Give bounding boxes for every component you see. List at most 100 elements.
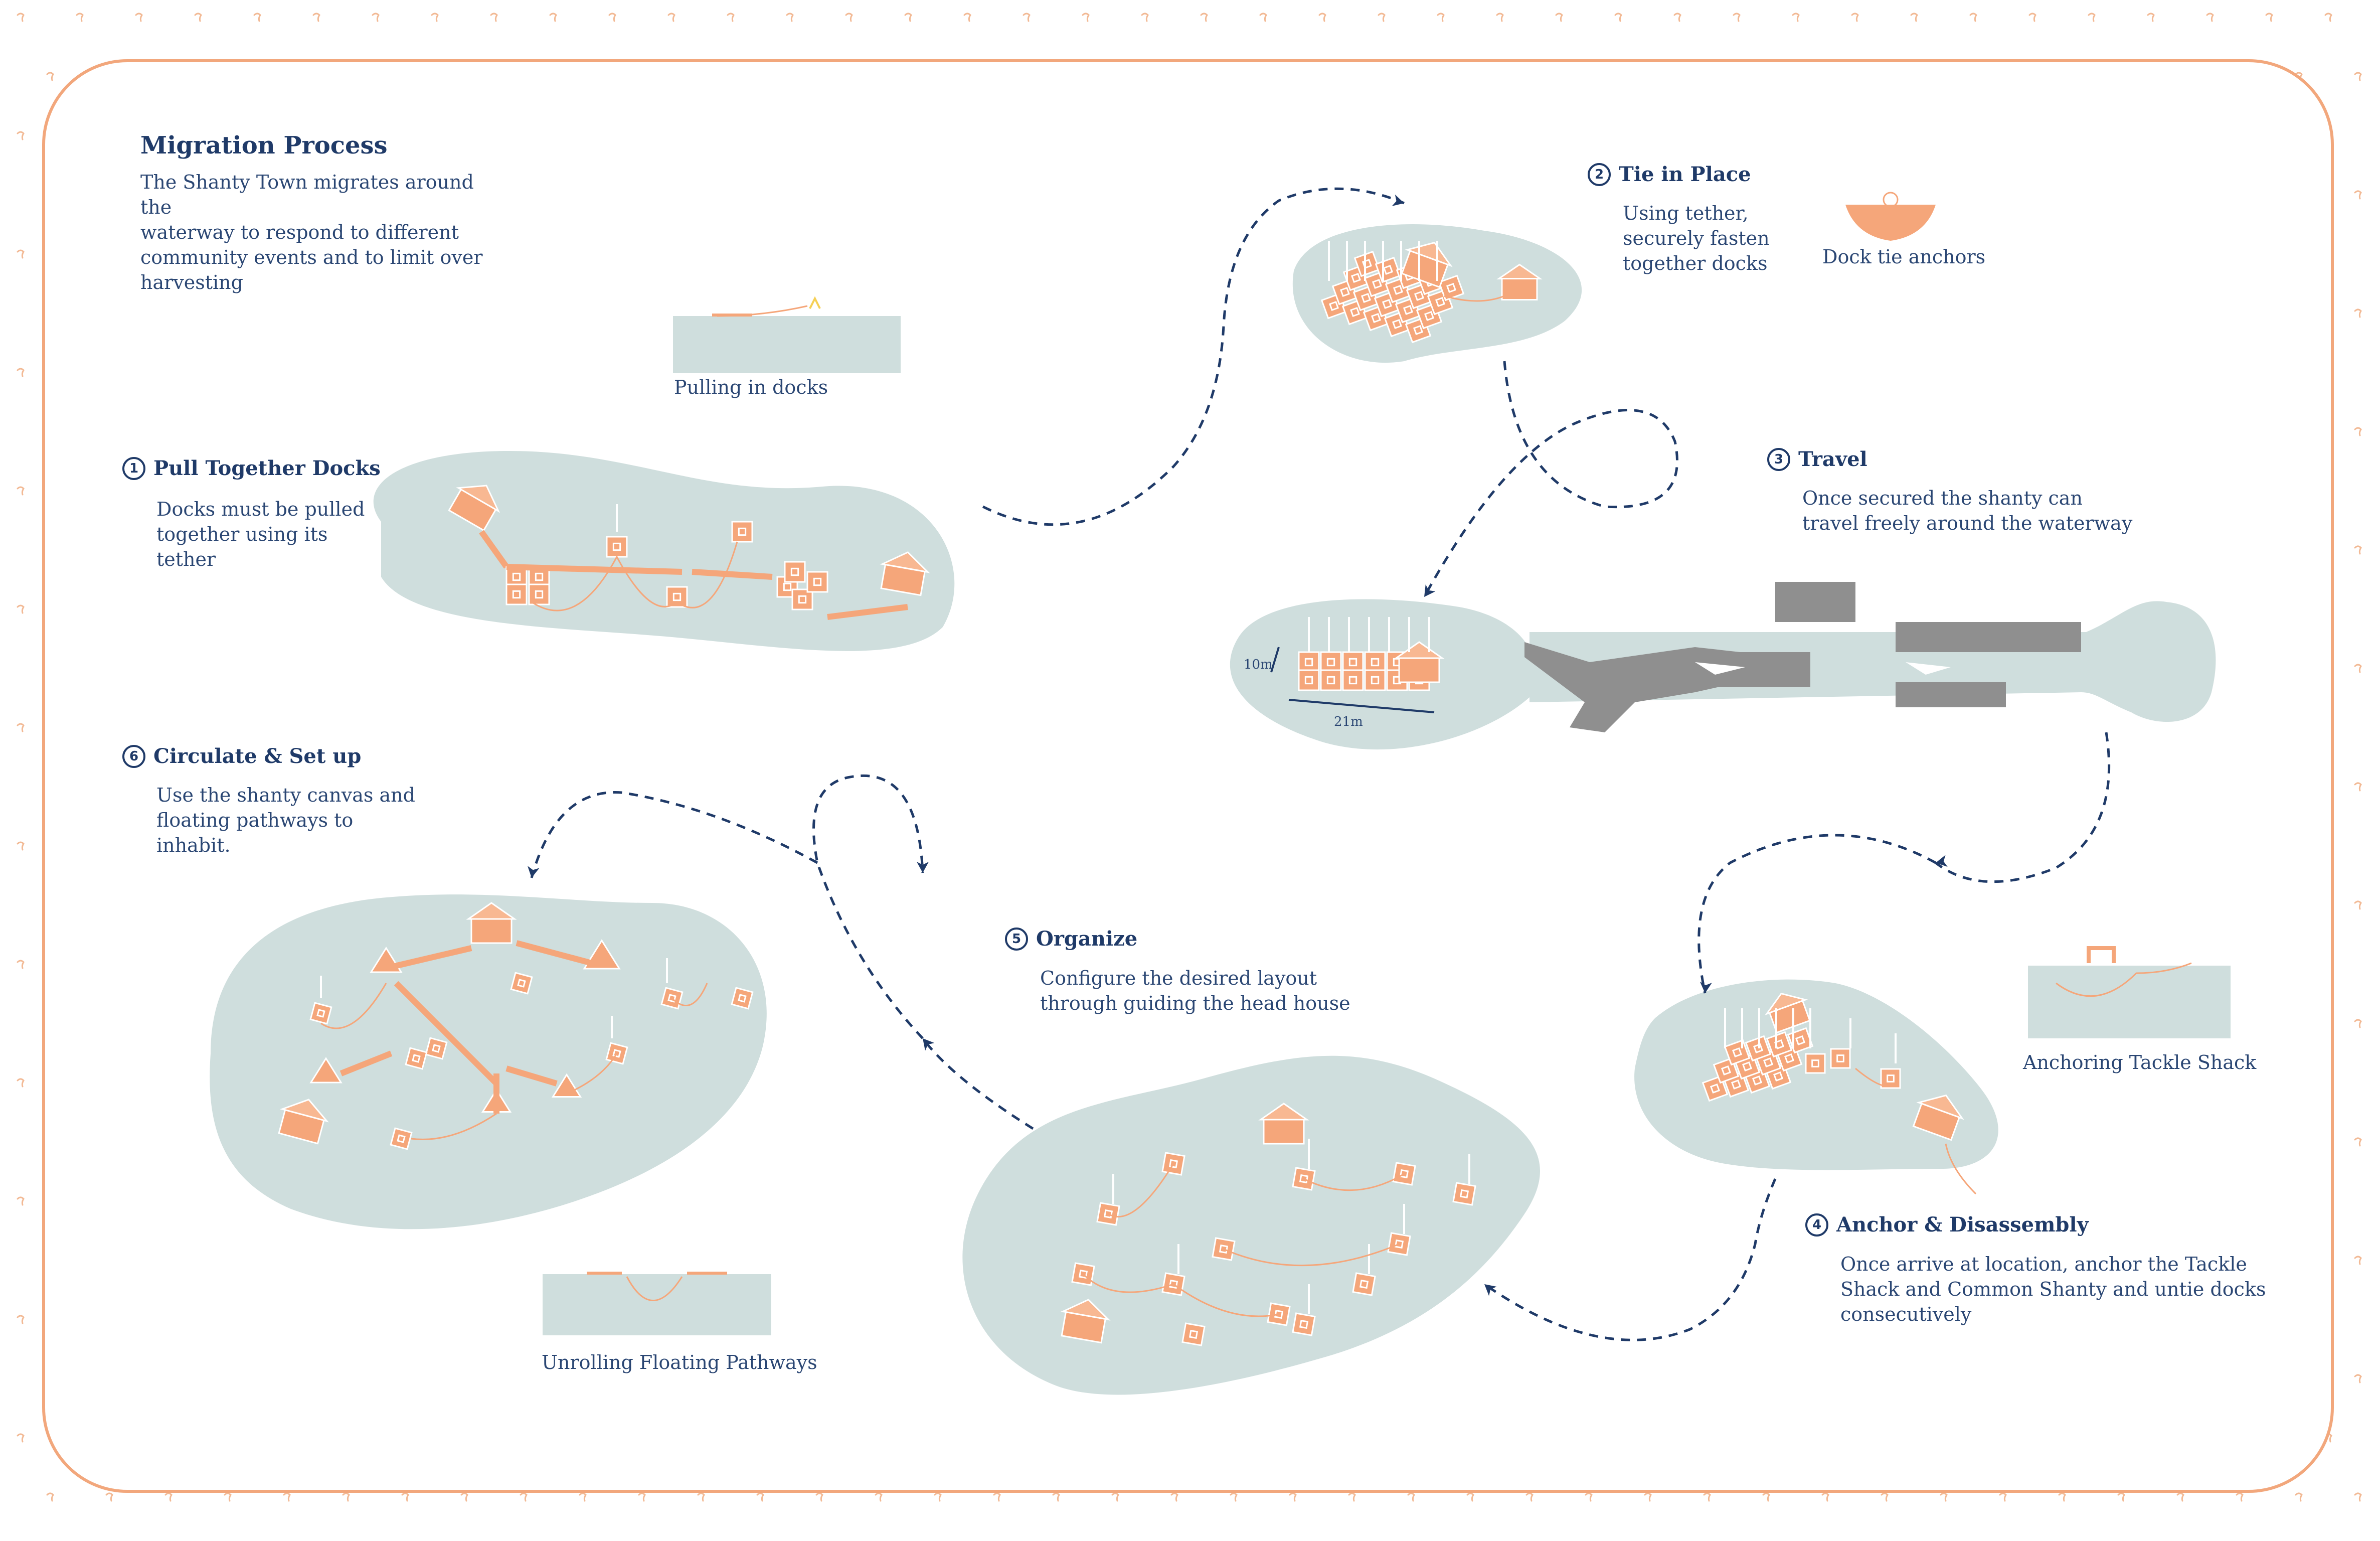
house-body: [470, 918, 513, 944]
island-step6: [210, 894, 767, 1229]
floating-pathway: [394, 981, 499, 1086]
dock-hatch: [1371, 313, 1382, 324]
dimension-line-width: [1288, 699, 1435, 713]
wave-mark: [2354, 427, 2362, 436]
dock-hatch: [813, 577, 822, 586]
dock: [309, 1002, 332, 1025]
dock-hatch: [1372, 278, 1383, 289]
house-roof: [1405, 241, 1453, 267]
wave-mark: [2058, 1492, 2066, 1502]
house-roof: [456, 485, 500, 513]
wave-mark: [17, 131, 25, 140]
dock-hatch: [1103, 1209, 1113, 1219]
dock-body: [425, 1037, 448, 1060]
wave-mark: [17, 604, 25, 614]
step-number-badge: 2: [1588, 163, 1611, 186]
dock-hatch: [1403, 304, 1414, 316]
wave-mark: [815, 1492, 823, 1502]
wave-mark: [17, 723, 25, 732]
wave-mark: [2147, 13, 2155, 22]
dock-hatch: [1168, 1159, 1178, 1169]
wave-mark: [17, 13, 25, 22]
dock-body: [510, 972, 533, 995]
floating-pathway: [827, 604, 908, 620]
tether-line: [1855, 1067, 1977, 1195]
lock-arrow: [1695, 662, 1745, 675]
dock-body: [1880, 1068, 1901, 1089]
wave-mark: [17, 249, 25, 259]
dock-body: [666, 586, 688, 608]
dock-body: [1342, 651, 1364, 673]
house-roof: [279, 1099, 329, 1123]
dock-hatch: [412, 1054, 421, 1063]
dock-body: [1298, 669, 1320, 691]
island-step4: [1634, 979, 1998, 1170]
wave-mark: [1496, 13, 1504, 22]
tether-line: [1444, 295, 1505, 302]
dock-hatch: [1371, 658, 1380, 667]
wave-mark: [312, 13, 320, 22]
wave-mark: [2354, 1492, 2362, 1502]
dock-hatch: [1413, 325, 1424, 336]
dock-hatch: [1383, 264, 1394, 275]
wave-mark: [2354, 664, 2362, 673]
dock-hatch: [1382, 298, 1393, 310]
wave-mark: [1466, 1492, 1474, 1502]
step-number-badge: 3: [1767, 447, 1790, 471]
dock-tie-anchor-icon: [1845, 205, 1936, 241]
house-roof: [1060, 1299, 1111, 1321]
dock-hatch: [1274, 1309, 1284, 1319]
wave-mark: [1318, 13, 1326, 22]
dock: [1298, 669, 1320, 691]
flow-arrow-path: [982, 187, 1405, 526]
wave-mark: [2354, 900, 2362, 910]
wave-mark: [283, 1492, 291, 1502]
house-roof: [1258, 1103, 1309, 1121]
island-step1: [373, 451, 955, 651]
dock-hatch: [1299, 1174, 1309, 1184]
dock-hatch: [1399, 1169, 1409, 1179]
wave-mark: [2117, 1492, 2125, 1502]
lock-arrow: [1906, 662, 1951, 675]
wave-mark: [1230, 1492, 1238, 1502]
dock: [1724, 1039, 1751, 1066]
dock: [1342, 651, 1364, 673]
wave-mark: [2354, 545, 2362, 555]
anchor-ring: [1883, 192, 1899, 208]
lock-wall-bottom: [1896, 682, 2006, 707]
wave-mark: [1673, 13, 1681, 22]
step-4-heading: 4 Anchor & Disassembly: [1805, 1213, 2089, 1237]
wave-mark: [1910, 13, 1918, 22]
wave-mark: [2206, 13, 2214, 22]
dock: [1298, 651, 1320, 673]
dock-hatch: [1710, 1083, 1721, 1094]
dock: [1830, 1048, 1851, 1069]
dock: [1320, 651, 1342, 673]
wave-mark: [1289, 1492, 1297, 1502]
panel-pulling: [673, 316, 901, 373]
dock-hatch: [612, 542, 621, 551]
wave-mark: [1703, 1492, 1711, 1502]
dock-hatch: [790, 567, 799, 576]
dock: [528, 583, 550, 605]
dock-hatch: [1414, 290, 1425, 301]
dock: [666, 586, 688, 608]
dock-hatch: [1721, 1065, 1732, 1076]
dock-hatch: [1299, 1319, 1309, 1329]
step-title: Circulate & Set up: [153, 744, 362, 768]
step-2-heading: 2 Tie in Place: [1588, 163, 1751, 186]
arrow-head-icon: [1424, 584, 1436, 597]
shanty-tent: [551, 1073, 582, 1098]
dock-hatch: [1795, 1035, 1806, 1046]
dock-hatch: [397, 1134, 406, 1143]
flow-arrow-path: [1697, 834, 1937, 994]
wave-mark: [1111, 1492, 1119, 1502]
wave-mark: [401, 1492, 409, 1502]
wave-mark: [2324, 13, 2332, 22]
wave-mark: [638, 1492, 646, 1502]
dock-hatch: [612, 1049, 621, 1058]
step-number-badge: 4: [1805, 1213, 1828, 1237]
dock: [1364, 651, 1386, 673]
step-1-heading: 1 Pull Together Docks: [122, 456, 381, 480]
wave-mark: [17, 368, 25, 377]
